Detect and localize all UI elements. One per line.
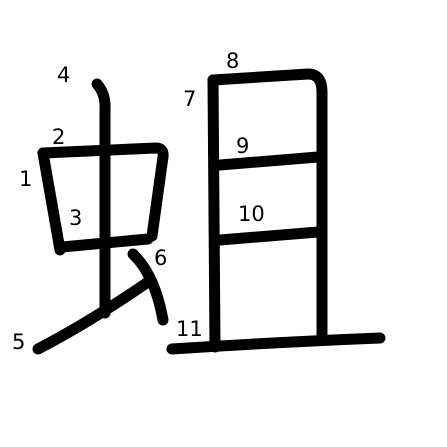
stroke-11	[166, 332, 386, 355]
stroke-number-2: 2	[52, 125, 65, 149]
stroke-10	[214, 226, 324, 246]
stroke-number-3: 3	[69, 206, 82, 230]
stroke-number-6: 6	[154, 246, 167, 270]
stroke-number-10: 10	[238, 202, 265, 226]
stroke-7	[207, 74, 221, 353]
stroke-1	[37, 147, 66, 256]
stroke-number-4: 4	[57, 63, 70, 87]
stroke-number-11: 11	[176, 317, 203, 341]
stroke-2	[37, 142, 169, 242]
stroke-number-7: 7	[183, 87, 196, 111]
stroke-5	[32, 276, 154, 355]
stroke-number-5: 5	[12, 330, 25, 354]
stroke-8	[207, 68, 328, 344]
stroke-number-8: 8	[226, 49, 239, 73]
stroke-4	[91, 78, 111, 319]
stroke-number-9: 9	[236, 134, 249, 158]
stroke-number-1: 1	[19, 167, 32, 191]
stroke-6	[127, 248, 169, 326]
stroke-9	[214, 151, 324, 171]
